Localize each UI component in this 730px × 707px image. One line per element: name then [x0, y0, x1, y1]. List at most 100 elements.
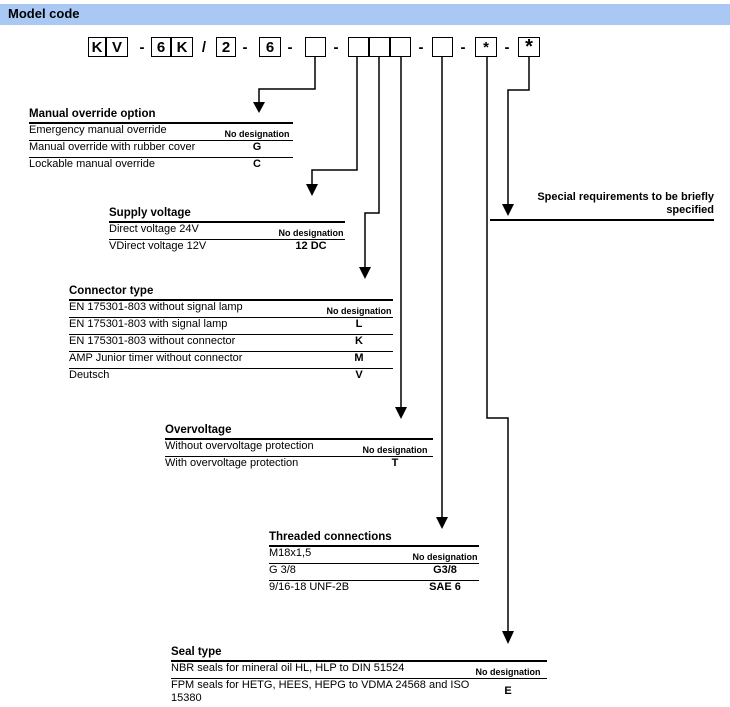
line-connector-type	[364, 57, 380, 268]
code-separator: -	[242, 38, 248, 56]
arrow-threaded	[436, 517, 448, 529]
code-separator: -	[139, 38, 145, 56]
code-box-supply-voltage	[348, 37, 369, 57]
table-title: Manual override option	[29, 108, 156, 120]
line-supply-voltage	[311, 57, 358, 185]
row-label: NBR seals for mineral oil HL, HLP to DIN…	[171, 662, 405, 674]
special-requirements-rule	[490, 219, 714, 221]
table-seal-type: Seal type NBR seals for mineral oil HL, …	[171, 644, 547, 707]
code-box-threaded	[432, 37, 453, 57]
table-title: Connector type	[69, 285, 154, 297]
arrow-seal-type	[502, 631, 514, 644]
row-code: C	[253, 158, 261, 170]
code-box-special: *	[518, 36, 540, 58]
row-code: No designation	[326, 306, 392, 316]
row-code: No designation	[412, 552, 478, 562]
row-code: No designation	[475, 667, 541, 677]
table-connector-type: Connector type EN 175301-803 without sig…	[69, 283, 393, 385]
table-row: Emergency manual override No designation	[29, 122, 293, 140]
table-row: With overvoltage protection T	[165, 456, 433, 473]
code-box: 6	[259, 37, 281, 57]
table-supply-voltage: Supply voltage Direct voltage 24V No des…	[109, 205, 345, 256]
arrow-supply-voltage	[306, 184, 318, 196]
code-separator: -	[504, 38, 510, 56]
row-label: M18x1,5	[269, 547, 312, 559]
special-requirements-label: Special requirements to be briefly speci…	[537, 191, 714, 216]
row-label: Manual override with rubber cover	[29, 141, 196, 153]
row-code: M	[354, 352, 364, 364]
arrow-special	[502, 204, 514, 216]
code-box: 6	[151, 37, 171, 57]
table-title: Overvoltage	[165, 424, 232, 436]
table-row: NBR seals for mineral oil HL, HLP to DIN…	[171, 660, 547, 678]
code-separator: -	[460, 38, 466, 56]
row-code: V	[355, 369, 363, 381]
table-manual-override: Manual override option Emergency manual …	[29, 106, 293, 174]
row-code: 12 DC	[295, 240, 327, 252]
row-code: T	[391, 457, 399, 469]
row-label: EN 175301-803 without connector	[69, 335, 236, 347]
code-box: 2	[216, 37, 236, 57]
row-label: AMP Junior timer without connector	[69, 352, 243, 364]
row-label: Emergency manual override	[29, 124, 167, 136]
code-box: K	[88, 37, 106, 57]
code-separator: /	[201, 38, 207, 56]
row-label: With overvoltage protection	[165, 457, 299, 469]
table-overvoltage: Overvoltage Without overvoltage protecti…	[165, 422, 433, 473]
row-label: 9/16-18 UNF-2B	[269, 581, 350, 593]
arrow-overvoltage	[395, 407, 407, 419]
line-special	[507, 57, 530, 205]
table-row: M18x1,5 No designation	[269, 545, 479, 563]
table-row: EN 175301-803 without connector K	[69, 334, 393, 351]
code-box-manual-override	[305, 37, 326, 57]
row-label: VDirect voltage 12V	[109, 240, 207, 252]
code-box-seal: *	[475, 37, 497, 57]
line-seal-type	[486, 57, 509, 632]
header-banner: Model code	[0, 4, 730, 25]
table-title: Supply voltage	[109, 207, 191, 219]
row-code: G3/8	[433, 564, 457, 576]
table-row: EN 175301-803 with signal lamp L	[69, 317, 393, 334]
table-row: G 3/8 G3/8	[269, 563, 479, 580]
row-code: K	[355, 335, 363, 347]
code-box-overvoltage	[390, 37, 411, 57]
table-threaded-connections: Threaded connections M18x1,5 No designat…	[269, 529, 479, 597]
table-row: Direct voltage 24V No designation	[109, 221, 345, 239]
row-code: G	[252, 141, 262, 153]
table-row: FPM seals for HETG, HEES, HEPG to VDMA 2…	[171, 678, 547, 707]
table-title: Seal type	[171, 646, 222, 658]
row-label: Direct voltage 24V	[109, 223, 199, 235]
row-label: Lockable manual override	[29, 158, 155, 170]
row-label: Without overvoltage protection	[165, 440, 314, 452]
row-code: E	[504, 685, 512, 697]
row-label: G 3/8	[269, 564, 296, 576]
table-title: Threaded connections	[269, 531, 392, 543]
table-row: Without overvoltage protection No design…	[165, 438, 433, 456]
row-code: No designation	[278, 228, 344, 238]
table-row: VDirect voltage 12V 12 DC	[109, 239, 345, 256]
row-code: No designation	[362, 445, 428, 455]
table-row: 9/16-18 UNF-2B SAE 6	[269, 580, 479, 597]
table-row: Deutsch V	[69, 368, 393, 385]
row-label: Deutsch	[69, 369, 110, 381]
row-code: L	[355, 318, 363, 330]
table-row: AMP Junior timer without connector M	[69, 351, 393, 368]
code-separator: -	[287, 38, 293, 56]
row-label: FPM seals for HETG, HEES, HEPG to VDMA 2…	[171, 679, 470, 704]
code-separator: -	[418, 38, 424, 56]
line-manual-override	[258, 57, 316, 103]
page-title: Model code	[8, 6, 80, 21]
code-box: K	[171, 37, 193, 57]
code-separator: -	[333, 38, 339, 56]
row-label: EN 175301-803 with signal lamp	[69, 318, 228, 330]
row-code: No designation	[224, 129, 290, 139]
code-box: V	[106, 37, 128, 57]
arrow-manual-override	[253, 102, 265, 113]
table-row: Manual override with rubber cover G	[29, 140, 293, 157]
table-row: EN 175301-803 without signal lamp No des…	[69, 299, 393, 317]
code-box-connector	[369, 37, 390, 57]
table-row: Lockable manual override C	[29, 157, 293, 174]
arrow-connector-type	[359, 267, 371, 279]
